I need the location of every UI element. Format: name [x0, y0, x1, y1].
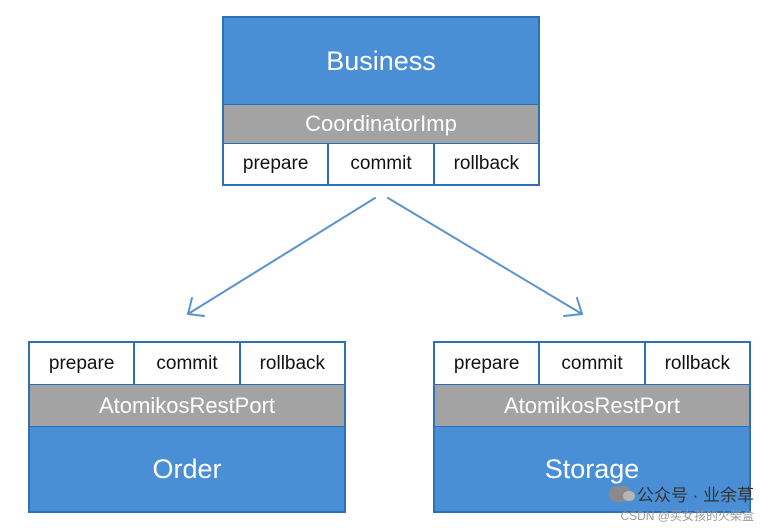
business-op-commit: commit [329, 144, 435, 184]
business-port: CoordinatorImp [224, 104, 538, 144]
wechat-icon [608, 485, 635, 502]
order-op-rollback: rollback [259, 352, 326, 374]
business-ops: prepare commit rollback [224, 144, 538, 184]
storage-op-rollback: rollback [664, 352, 731, 374]
arrowhead-storage [563, 297, 584, 317]
watermark: 公众号 · 业余草 CSDN @买女孩的火柴盒 [608, 481, 754, 524]
arrowhead-order [186, 297, 205, 317]
arrow-to-storage [387, 197, 583, 315]
storage-node: prepare commit rollback AtomikosRestPort… [433, 341, 751, 513]
storage-op-commit: commit [540, 343, 646, 384]
order-node: prepare commit rollback AtomikosRestPort… [28, 341, 346, 513]
order-op-commit: commit [135, 343, 241, 384]
order-op-prepare: prepare [30, 343, 136, 384]
watermark-csdn: CSDN @买女孩的火柴盒 [620, 509, 754, 523]
order-title: Order [30, 427, 344, 511]
storage-ops: prepare commit rollback [435, 343, 749, 384]
storage-title: Storage [435, 427, 749, 511]
business-title: Business [224, 18, 538, 104]
business-op-rollback: rollback [453, 153, 520, 174]
watermark-account: 公众号 · 业余草 [636, 486, 754, 505]
storage-op-prepare: prepare [435, 343, 541, 384]
arrow-to-order [187, 197, 376, 315]
storage-port: AtomikosRestPort [435, 384, 749, 427]
business-node: Business CoordinatorImp prepare commit r… [222, 16, 540, 186]
order-ops: prepare commit rollback [30, 343, 344, 384]
business-op-prepare: prepare [224, 144, 330, 184]
order-port: AtomikosRestPort [30, 384, 344, 427]
